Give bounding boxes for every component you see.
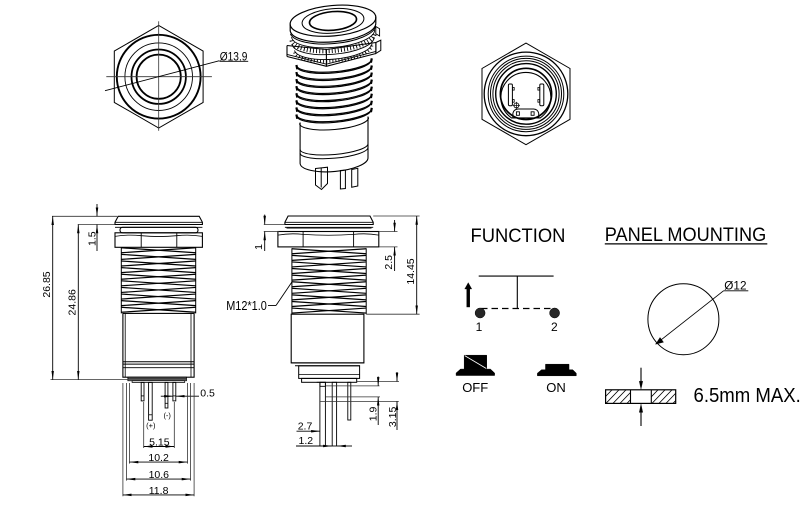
svg-text:10.6: 10.6: [149, 469, 170, 481]
svg-text:10.2: 10.2: [148, 452, 169, 464]
svg-text:3.15: 3.15: [387, 407, 399, 428]
svg-text:26.85: 26.85: [41, 271, 53, 297]
svg-text:2.7: 2.7: [298, 420, 313, 432]
svg-text:(+): (+): [146, 421, 156, 430]
svg-text:0.5: 0.5: [200, 387, 215, 399]
svg-text:FUNCTION: FUNCTION: [471, 225, 566, 247]
svg-text:1.9: 1.9: [368, 406, 380, 421]
svg-text:14.45: 14.45: [405, 258, 417, 284]
svg-text:1: 1: [476, 320, 483, 334]
svg-text:2.5: 2.5: [383, 255, 395, 270]
svg-text:11.8: 11.8: [149, 485, 169, 497]
svg-text:5.15: 5.15: [149, 437, 170, 449]
svg-text:M12*1.0: M12*1.0: [226, 298, 267, 313]
svg-text:6.5mm MAX.: 6.5mm MAX.: [694, 384, 801, 407]
svg-text:1: 1: [253, 244, 265, 250]
svg-text:PANEL MOUNTING: PANEL MOUNTING: [605, 224, 766, 246]
svg-text:OFF: OFF: [462, 380, 488, 395]
svg-text:1.2: 1.2: [298, 435, 313, 447]
svg-text:1.5: 1.5: [86, 231, 98, 246]
svg-text:24.86: 24.86: [67, 289, 79, 315]
svg-text:(-): (-): [163, 411, 171, 420]
svg-text:Ø12: Ø12: [724, 279, 747, 293]
svg-text:2: 2: [551, 320, 558, 334]
svg-text:ON: ON: [546, 380, 566, 395]
svg-text:Ø13.9: Ø13.9: [220, 49, 248, 63]
